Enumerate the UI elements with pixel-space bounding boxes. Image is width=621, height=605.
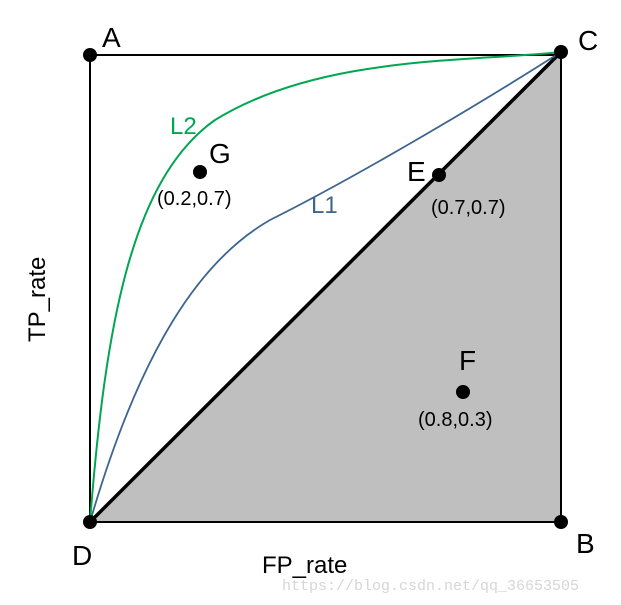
label-a: A: [102, 22, 121, 53]
curve-l1: [89, 51, 562, 523]
label-l1: L1: [311, 192, 338, 219]
label-d: D: [72, 540, 92, 571]
label-e: E: [407, 156, 426, 187]
coords-f: (0.8,0.3): [418, 409, 492, 431]
point-b: [554, 515, 568, 529]
coords-e: (0.7,0.7): [431, 197, 505, 219]
label-g: G: [209, 138, 231, 169]
point-e: [432, 168, 446, 182]
label-l2: L2: [170, 113, 197, 140]
watermark: https://blog.csdn.net/qq_36653505: [282, 578, 579, 595]
y-axis-label: TP_rate: [24, 257, 51, 342]
label-c: C: [578, 25, 598, 56]
random-diagonal-line: [88, 50, 563, 524]
point-d: [83, 515, 97, 529]
coords-g: (0.2,0.7): [157, 188, 231, 210]
label-f: F: [459, 345, 476, 376]
curve-l2: [89, 51, 562, 523]
point-f: [456, 385, 470, 399]
point-c: [554, 45, 568, 59]
label-b: B: [576, 528, 595, 559]
roc-square-frame: [89, 54, 562, 523]
x-axis-label: FP_rate: [262, 552, 347, 579]
point-g: [193, 165, 207, 179]
point-a: [83, 48, 97, 62]
